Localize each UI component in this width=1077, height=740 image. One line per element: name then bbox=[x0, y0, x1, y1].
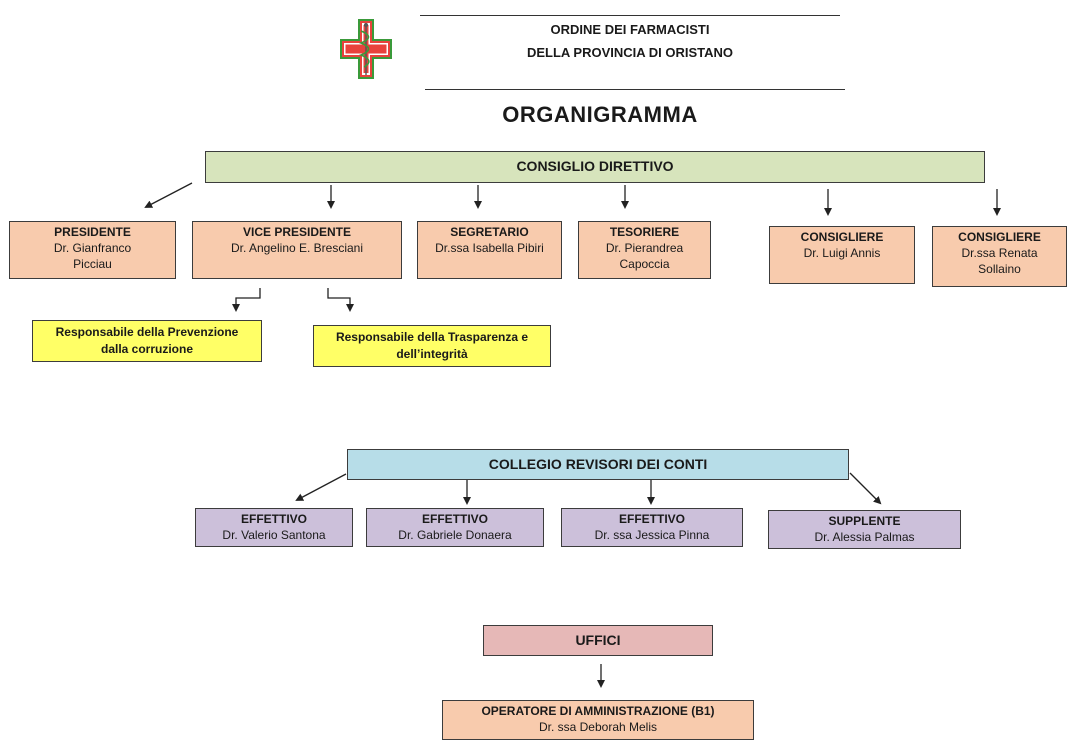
collegio-revisori-box: COLLEGIO REVISORI DEI CONTI bbox=[347, 449, 849, 480]
member-box-tesoriere: TESORIERE Dr. Pierandrea Capoccia bbox=[578, 221, 711, 279]
uffici-box: UFFICI bbox=[483, 625, 713, 656]
arrow-supplente bbox=[849, 472, 882, 505]
consiglio-direttivo-title: CONSIGLIO DIRETTIVO bbox=[516, 158, 674, 174]
member-name: Dr. Gianfranco bbox=[53, 241, 132, 255]
revisore-name: Dr. ssa Jessica Pinna bbox=[594, 528, 710, 542]
arrow-resp-prevenzione bbox=[232, 288, 261, 312]
member-name: Dr.ssa Isabella Pibiri bbox=[435, 241, 544, 255]
member-name-line2: Sollaino bbox=[978, 262, 1021, 276]
member-name: Dr. Angelino E. Bresciani bbox=[230, 241, 364, 255]
member-name-line2: Capoccia bbox=[619, 257, 670, 271]
arrow-resp-trasparenza bbox=[327, 288, 354, 312]
revisore-role: EFFETTIVO bbox=[422, 512, 488, 526]
operatore-name: Dr. ssa Deborah Melis bbox=[538, 720, 658, 734]
responsabile-line: Responsabile della Prevenzione bbox=[55, 325, 239, 339]
member-name: Dr. Luigi Annis bbox=[803, 246, 881, 260]
revisore-role: SUPPLENTE bbox=[828, 514, 901, 528]
member-role: PRESIDENTE bbox=[54, 225, 131, 239]
operatore-role: OPERATORE DI AMMINISTRAZIONE (B1) bbox=[481, 704, 715, 718]
revisore-name: Dr. Valerio Santona bbox=[222, 528, 326, 542]
member-box-presidente: PRESIDENTE Dr. Gianfranco Picciau bbox=[9, 221, 176, 279]
collegio-revisori-title: COLLEGIO REVISORI DEI CONTI bbox=[488, 456, 708, 472]
header-line-1: ORDINE DEI FARMACISTI bbox=[550, 22, 710, 37]
page-title: ORGANIGRAMMA bbox=[502, 102, 698, 127]
revisore-name: Dr. Alessia Palmas bbox=[814, 530, 915, 544]
revisore-box-2: EFFETTIVO Dr. Gabriele Donaera bbox=[366, 508, 544, 547]
header-bottom-rule bbox=[425, 89, 845, 90]
revisore-name: Dr. Gabriele Donaera bbox=[398, 528, 512, 542]
revisore-box-3: EFFETTIVO Dr. ssa Jessica Pinna bbox=[561, 508, 743, 547]
member-box-segretario: SEGRETARIO Dr.ssa Isabella Pibiri bbox=[417, 221, 562, 279]
responsabile-prevenzione-box: Responsabile della Prevenzione dalla cor… bbox=[32, 320, 262, 362]
member-role: CONSIGLIERE bbox=[800, 230, 884, 244]
revisore-role: EFFETTIVO bbox=[241, 512, 307, 526]
member-box-consigliere-2: CONSIGLIERE Dr.ssa Renata Sollaino bbox=[932, 226, 1067, 287]
member-name: Dr. Pierandrea bbox=[605, 241, 684, 255]
member-box-vice-presidente: VICE PRESIDENTE Dr. Angelino E. Brescian… bbox=[192, 221, 402, 279]
operatore-box: OPERATORE DI AMMINISTRAZIONE (B1) Dr. ss… bbox=[442, 700, 754, 740]
member-name: Dr.ssa Renata bbox=[961, 246, 1038, 260]
header-line-2: DELLA PROVINCIA DI ORISTANO bbox=[526, 45, 734, 60]
responsabile-line: Responsabile della Trasparenza e bbox=[335, 330, 529, 344]
member-role: SEGRETARIO bbox=[450, 225, 529, 239]
member-name-line2: Picciau bbox=[73, 257, 112, 271]
member-role: VICE PRESIDENTE bbox=[242, 225, 352, 239]
revisore-role: EFFETTIVO bbox=[619, 512, 685, 526]
responsabile-line-2: dalla corruzione bbox=[100, 342, 194, 356]
pharmacy-cross-caduceus-icon bbox=[340, 19, 392, 79]
header-text: ORDINE DEI FARMACISTI DELLA PROVINCIA DI… bbox=[420, 22, 840, 72]
member-role: CONSIGLIERE bbox=[958, 230, 1041, 244]
responsabile-line-2: dell’integrità bbox=[396, 347, 468, 361]
member-box-consigliere-1: CONSIGLIERE Dr. Luigi Annis bbox=[769, 226, 915, 284]
responsabile-trasparenza-box: Responsabile della Trasparenza e dell’in… bbox=[313, 325, 551, 367]
header-top-rule bbox=[420, 15, 840, 16]
revisore-box-supplente: SUPPLENTE Dr. Alessia Palmas bbox=[768, 510, 961, 549]
revisore-box-1: EFFETTIVO Dr. Valerio Santona bbox=[195, 508, 353, 547]
uffici-title: UFFICI bbox=[575, 632, 621, 648]
arrow-presidente bbox=[144, 182, 193, 208]
member-role: TESORIERE bbox=[609, 225, 680, 239]
consiglio-direttivo-box: CONSIGLIO DIRETTIVO bbox=[205, 151, 985, 183]
arrow-revisore-1 bbox=[295, 473, 347, 501]
